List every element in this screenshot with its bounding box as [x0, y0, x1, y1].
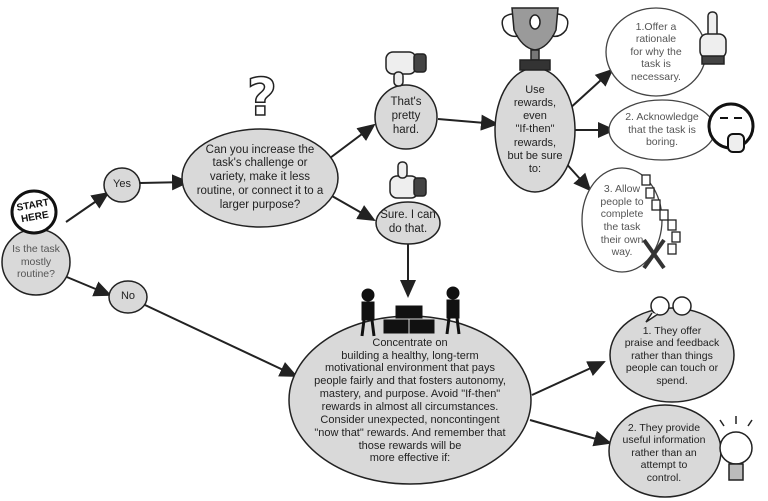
thumbs-down-icon	[385, 51, 427, 87]
yes-label: Yes	[113, 178, 131, 191]
info-label: 2. They provide useful information rathe…	[622, 421, 706, 484]
start-question-label: Is the task mostly routine?	[12, 243, 60, 281]
winding-path-icon	[641, 174, 681, 270]
acknowledge-label: 2. Acknowledge that the task is boring.	[625, 111, 699, 149]
thumbs-up-icon	[389, 161, 427, 199]
people-bricks-icon	[360, 286, 461, 337]
arrow-increase-hard	[329, 123, 376, 159]
bored-face-icon	[707, 102, 755, 153]
arrow-no-concentrate	[144, 304, 298, 377]
lightbulb-icon	[719, 416, 753, 481]
speech-bubbles-icon	[645, 296, 692, 323]
allow-label: 3. Allow people to complete the task the…	[600, 183, 644, 259]
no-label: No	[120, 290, 136, 303]
start-badge-line2: HERE	[20, 210, 50, 226]
arrow-rewards-rationale	[567, 68, 614, 111]
arrow-concentrate-praise	[531, 361, 606, 396]
arrow-increase-sure	[331, 195, 376, 221]
arrow-start-yes	[65, 191, 110, 223]
no-shape	[108, 280, 148, 314]
connectors	[61, 68, 616, 447]
hard-label: That's pretty hard.	[390, 96, 422, 136]
pointing-hand-icon	[699, 11, 727, 65]
use-rewards-label: Use rewards, even "If-then" rewards, but…	[507, 83, 563, 175]
rationale-label: 1.Offer a rationale for why the task is …	[630, 20, 682, 83]
start-badge: START HERE	[10, 189, 58, 235]
concentrate-label: Concentrate on building a healthy, long-…	[314, 336, 506, 465]
yes-shape	[103, 167, 141, 203]
question-mark-icon: ?	[246, 67, 278, 129]
increase-label: Can you increase the task's challenge or…	[196, 143, 324, 211]
increase-shape	[181, 128, 339, 228]
arrow-hard-rewards	[437, 114, 499, 131]
svg-text:?: ?	[247, 68, 277, 128]
praise-label: 1. They offer praise and feedback rather…	[624, 324, 720, 387]
trophy-icon	[501, 7, 569, 71]
sure-label: Sure. I can do that.	[380, 209, 436, 235]
arrow-concentrate-info	[529, 419, 612, 447]
arrow-start-no	[61, 274, 112, 297]
praise-shape	[609, 307, 735, 403]
arrow-yes-increase	[139, 174, 190, 191]
hard-shape	[374, 84, 438, 150]
sure-shape	[375, 201, 441, 245]
